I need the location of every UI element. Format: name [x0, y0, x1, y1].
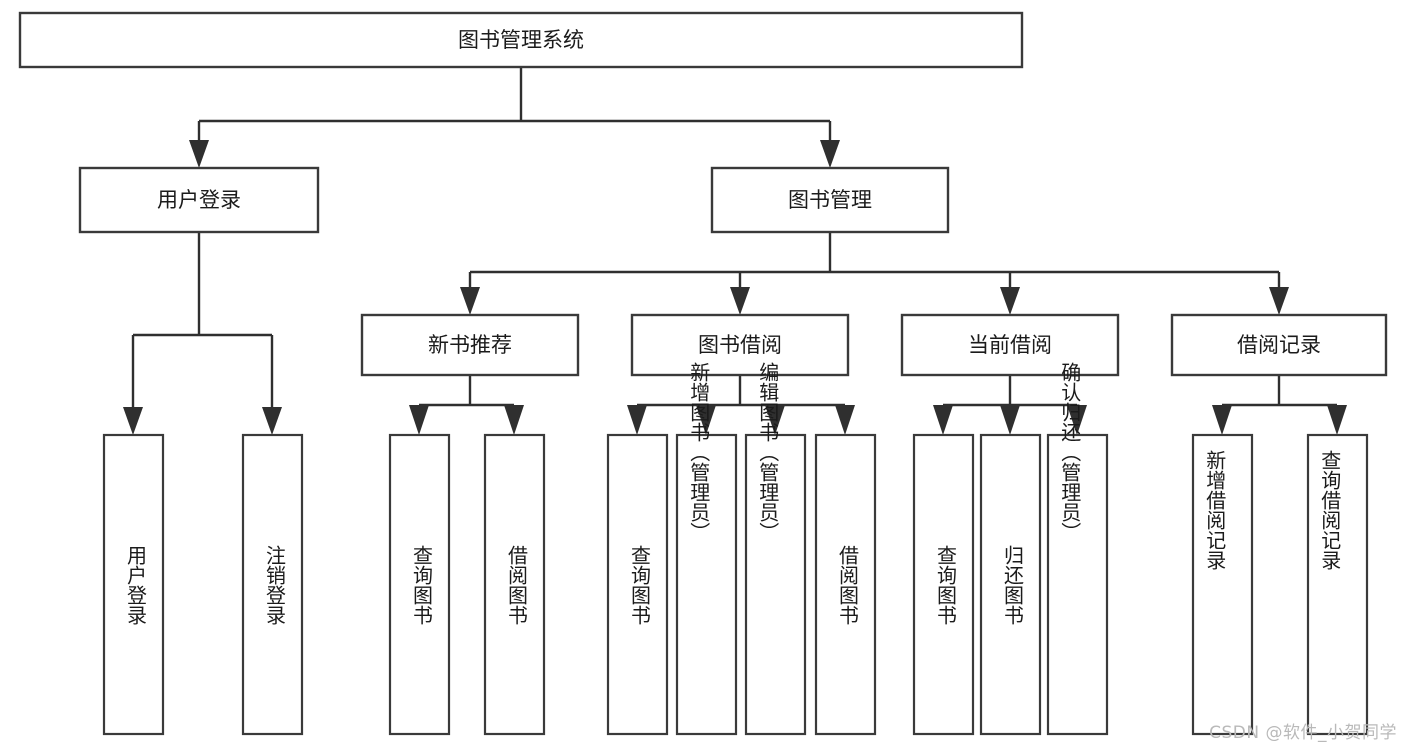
- node-current-borrow-label: 当前借阅: [968, 333, 1052, 357]
- node-leaf-add-record-label: 新增借阅记录: [1203, 450, 1227, 570]
- node-leaf-query-book-1-label: 查询图书: [410, 545, 434, 625]
- node-leaf-confirm-return-box[interactable]: [1046, 433, 1109, 736]
- node-leaf-confirm-return-label: 确认归还（管理员）: [1058, 362, 1082, 542]
- arrow-to-leaf-logout-login: [262, 407, 282, 435]
- arrow-to-leaf-return-book: [1000, 405, 1020, 435]
- node-leaf-add-book[interactable]: 新增图书（管理员）: [675, 362, 738, 736]
- node-leaf-query-book-1[interactable]: 查询图书: [388, 433, 451, 736]
- node-current-borrow-box[interactable]: [900, 313, 1120, 377]
- node-leaf-borrow-book-2-label: 借阅图书: [836, 545, 860, 625]
- node-book-management[interactable]: 图书管理: [710, 166, 950, 234]
- node-leaf-return-book-label: 归还图书: [1001, 545, 1025, 625]
- arrow-to-leaf-confirm-return: [1067, 405, 1087, 435]
- node-borrow-record-box[interactable]: [1170, 313, 1388, 377]
- node-user-login-box[interactable]: [78, 166, 320, 234]
- node-new-book-recommend-label: 新书推荐: [428, 333, 512, 357]
- node-new-book-recommend[interactable]: 新书推荐: [360, 313, 580, 377]
- arrow-to-leaf-query-book-2: [627, 405, 647, 435]
- arrow-to-current-borrow: [1000, 287, 1020, 315]
- arrow-to-leaf-edit-book: [765, 405, 785, 435]
- node-book-borrow[interactable]: 图书借阅: [630, 313, 850, 377]
- node-leaf-edit-book[interactable]: 编辑图书（管理员）: [744, 362, 807, 736]
- node-leaf-return-book[interactable]: 归还图书: [979, 433, 1042, 736]
- node-leaf-borrow-book-2-box[interactable]: [814, 433, 877, 736]
- node-book-management-box[interactable]: [710, 166, 950, 234]
- arrow-to-new-book-recommend: [460, 287, 480, 315]
- arrow-to-book-management: [820, 140, 840, 168]
- node-leaf-user-login-box[interactable]: [102, 433, 165, 736]
- node-book-borrow-label: 图书借阅: [698, 333, 782, 357]
- edge-layer: [123, 67, 1347, 435]
- node-leaf-query-book-2-label: 查询图书: [628, 545, 652, 625]
- node-leaf-borrow-book-1[interactable]: 借阅图书: [483, 433, 546, 736]
- arrow-to-leaf-query-record: [1327, 405, 1347, 435]
- node-leaf-borrow-book-1-box[interactable]: [483, 433, 546, 736]
- node-leaf-add-book-label: 新增图书（管理员）: [687, 362, 711, 542]
- node-leaf-query-book-3-box[interactable]: [912, 433, 975, 736]
- node-leaf-logout-login-label: 注销登录: [263, 545, 287, 625]
- node-root[interactable]: 图书管理系统: [18, 11, 1024, 69]
- node-user-login[interactable]: 用户登录: [78, 166, 320, 234]
- node-leaf-query-book-1-box[interactable]: [388, 433, 451, 736]
- node-leaf-borrow-book-1-label: 借阅图书: [505, 545, 529, 625]
- arrow-to-leaf-add-record: [1212, 405, 1232, 435]
- node-leaf-query-book-3-label: 查询图书: [934, 545, 958, 625]
- node-leaf-add-book-box[interactable]: [675, 433, 738, 736]
- node-leaf-borrow-book-2[interactable]: 借阅图书: [814, 433, 877, 736]
- node-leaf-edit-book-label: 编辑图书（管理员）: [756, 362, 780, 542]
- node-leaf-confirm-return[interactable]: 确认归还（管理员）: [1046, 362, 1109, 736]
- node-book-management-label: 图书管理: [788, 188, 872, 212]
- node-leaf-logout-login[interactable]: 注销登录: [241, 433, 304, 736]
- node-user-login-label: 用户登录: [157, 188, 241, 212]
- arrow-to-leaf-borrow-book-1: [504, 405, 524, 435]
- node-layer: 图书管理系统 用户登录 图书管理 新书推荐 图书借阅: [18, 11, 1388, 736]
- node-leaf-query-book-2[interactable]: 查询图书: [606, 433, 669, 736]
- arrow-to-leaf-user-login: [123, 407, 143, 435]
- node-leaf-query-record-label: 查询借阅记录: [1318, 450, 1342, 570]
- node-leaf-edit-book-box[interactable]: [744, 433, 807, 736]
- node-book-borrow-box[interactable]: [630, 313, 850, 377]
- arrow-to-leaf-query-book-1: [409, 405, 429, 435]
- node-leaf-user-login-label: 用户登录: [124, 545, 148, 625]
- node-root-label: 图书管理系统: [458, 28, 584, 52]
- arrow-to-leaf-borrow-book-2: [835, 405, 855, 435]
- node-leaf-user-login[interactable]: 用户登录: [102, 433, 165, 736]
- node-new-book-recommend-box[interactable]: [360, 313, 580, 377]
- arrow-to-leaf-add-book: [696, 405, 716, 435]
- arrow-to-user-login: [189, 140, 209, 168]
- node-leaf-logout-login-box[interactable]: [241, 433, 304, 736]
- node-current-borrow[interactable]: 当前借阅: [900, 313, 1120, 377]
- node-leaf-add-record-box[interactable]: [1191, 433, 1254, 736]
- node-borrow-record-label: 借阅记录: [1237, 333, 1321, 357]
- node-root-box[interactable]: [18, 11, 1024, 69]
- node-leaf-add-record[interactable]: 新增借阅记录: [1191, 433, 1254, 736]
- arrow-to-borrow-record: [1269, 287, 1289, 315]
- node-leaf-query-record-box[interactable]: [1306, 433, 1369, 736]
- node-leaf-return-book-box[interactable]: [979, 433, 1042, 736]
- node-leaf-query-record[interactable]: 查询借阅记录: [1306, 433, 1369, 736]
- node-leaf-query-book-2-box[interactable]: [606, 433, 669, 736]
- csdn-watermark: CSDN @软件_小贺同学: [1209, 723, 1397, 743]
- arrow-to-book-borrow: [730, 287, 750, 315]
- arrow-to-leaf-query-book-3: [933, 405, 953, 435]
- node-borrow-record[interactable]: 借阅记录: [1170, 313, 1388, 377]
- node-leaf-query-book-3[interactable]: 查询图书: [912, 433, 975, 736]
